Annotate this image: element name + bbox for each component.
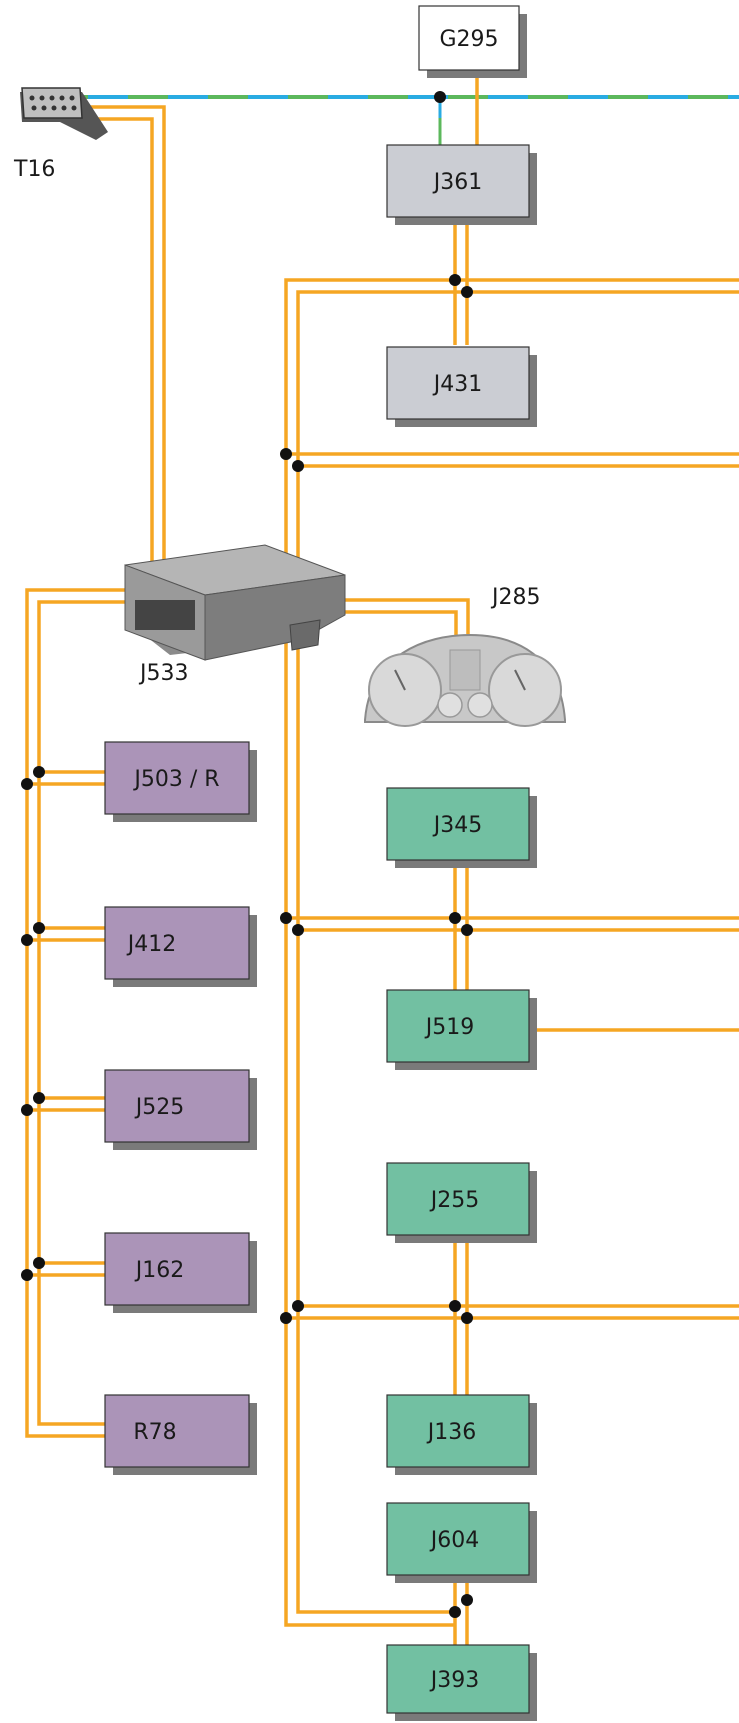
module-j345[interactable]: J345: [386, 787, 537, 868]
j255-label: J255: [429, 1188, 479, 1213]
j285-label: J285: [490, 585, 540, 610]
module-j393[interactable]: J393: [386, 1644, 537, 1721]
j431-label: J431: [432, 372, 482, 397]
j533-label: J533: [138, 661, 188, 686]
j162-label: J162: [134, 1258, 184, 1283]
module-j255[interactable]: J255: [386, 1162, 537, 1243]
junction-dots: [21, 91, 473, 1618]
module-j503-r[interactable]: J503 / R: [104, 741, 257, 822]
j604-label: J604: [429, 1528, 479, 1553]
t16-label: T16: [13, 157, 55, 182]
module-r78[interactable]: R78: [104, 1394, 257, 1475]
j136-label: J136: [426, 1420, 476, 1445]
module-j431[interactable]: J431: [386, 346, 537, 427]
j393-label: J393: [429, 1668, 479, 1693]
module-j519[interactable]: J519: [386, 989, 537, 1070]
module-j525[interactable]: J525: [104, 1069, 257, 1150]
module-j361[interactable]: J361: [386, 144, 537, 225]
r78-label: R78: [133, 1420, 176, 1445]
j361-label: J361: [432, 170, 482, 195]
diagnostic-bus-line: [48, 95, 739, 145]
instrument-cluster-icon[interactable]: [364, 633, 566, 727]
obd-connector-icon: [20, 87, 108, 140]
module-j412[interactable]: J412: [104, 906, 257, 987]
module-g295[interactable]: G295: [418, 5, 527, 78]
bus-wires: [25, 72, 739, 1650]
j503-label: J503 / R: [132, 767, 219, 792]
j519-label: J519: [424, 1015, 474, 1040]
j345-label: J345: [432, 813, 482, 838]
module-j604[interactable]: J604: [386, 1502, 537, 1583]
j412-label: J412: [126, 932, 176, 957]
j525-label: J525: [134, 1095, 184, 1120]
gateway-module-icon[interactable]: [124, 544, 346, 661]
module-j136[interactable]: J136: [386, 1394, 537, 1475]
g295-label: G295: [439, 27, 498, 52]
module-j162[interactable]: J162: [104, 1232, 257, 1313]
